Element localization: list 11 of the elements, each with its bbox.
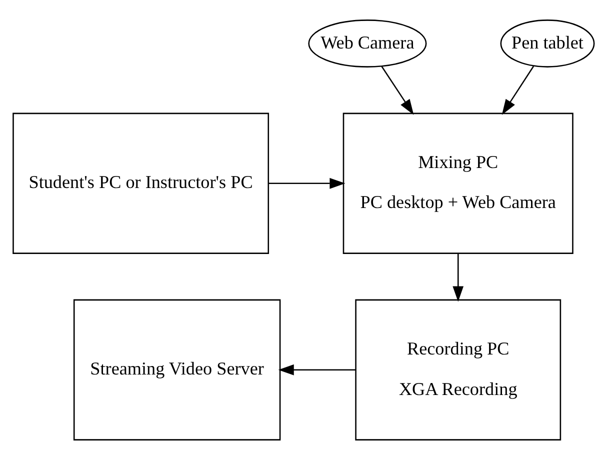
arrow: [278, 364, 356, 375]
arrow: [381, 65, 414, 114]
node-box: Recording PC XGA Recording: [355, 298, 562, 440]
node-ellipse: Web Camera: [308, 19, 427, 67]
node-box: Student's PC or Instructor's PC: [12, 112, 270, 254]
arrow: [452, 253, 464, 302]
node-box: Streaming Video Server: [73, 298, 281, 440]
arrow: [268, 177, 346, 188]
node-ellipse: Pen tablet: [500, 19, 595, 67]
node-box: Mixing PC PC desktop + Web Camera: [342, 112, 574, 254]
arrow: [502, 65, 534, 114]
